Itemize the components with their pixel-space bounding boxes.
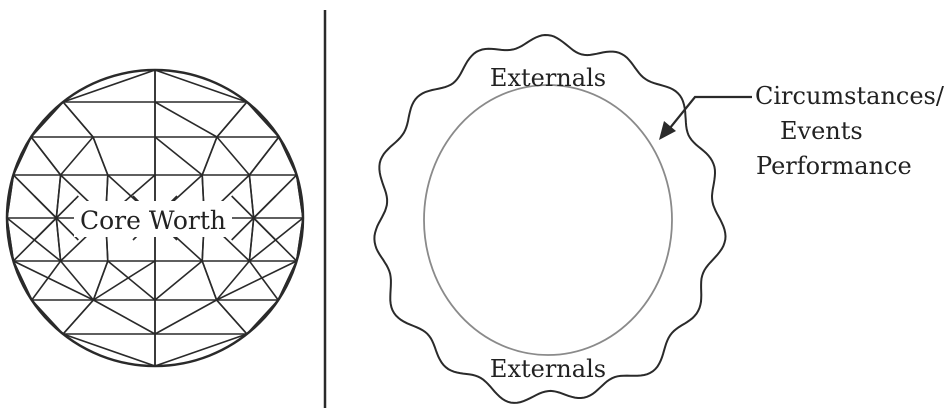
lattice-edge [155,300,217,334]
lattice-edge [93,261,107,300]
lattice-edge [63,334,155,366]
lattice-edge [155,137,202,175]
lattice-edge [56,175,60,218]
lattice-edge [31,102,63,137]
lattice-edge [247,300,278,334]
lattice-edge [249,218,253,261]
lattice-edge [63,102,93,137]
externals-top-label: Externals [490,64,606,92]
lattice-edge [249,137,278,175]
lattice-edge [56,218,60,261]
lattice-edge [155,70,247,102]
lattice-edge [108,261,155,300]
externals-bottom-label: Externals [490,355,606,383]
lattice-edge [279,137,297,175]
lattice-edge [254,218,276,240]
lattice-edge [202,137,217,175]
lattice-edge [13,261,93,300]
lattice-edge [93,261,155,300]
lattice-edge [202,261,216,300]
lattice-edge [32,300,63,334]
lattice-edge [217,300,247,334]
lattice-edge [217,137,249,175]
lattice-edge [63,300,93,334]
lattice-edge [249,261,278,300]
lattice-edge [249,218,303,261]
annotation-events: Events [780,117,863,145]
annotation-arrow [659,97,752,140]
annotation-circumstances: Circumstances/ [755,82,945,110]
lattice-edge [232,196,254,218]
lattice-edge [232,218,254,240]
lattice-edge [155,102,217,137]
lattice-edge [61,137,93,175]
lattice-edge [217,261,297,300]
lattice-edge [249,175,253,218]
lattice-edge [13,261,31,300]
core-worth-label: Core Worth [80,206,226,235]
annotation-performance: Performance [756,152,912,180]
lattice-edge [13,137,31,175]
lattice-edge [247,102,279,137]
inner-circle [424,85,672,355]
lattice-edge [32,261,61,300]
lattice-edge [34,218,56,240]
lattice-edge [93,300,155,334]
lattice-edge [217,102,247,137]
lattice-edge [63,70,155,102]
lattice-edge [34,196,56,218]
lattice-edge [278,261,296,300]
lattice-edge [217,261,250,300]
lattice-edge [254,196,276,218]
lattice-edge [93,137,108,175]
lattice-edge [155,334,247,366]
lattice-edge [155,261,202,300]
lattice-edge [61,261,94,300]
lattice-edge [31,137,60,175]
